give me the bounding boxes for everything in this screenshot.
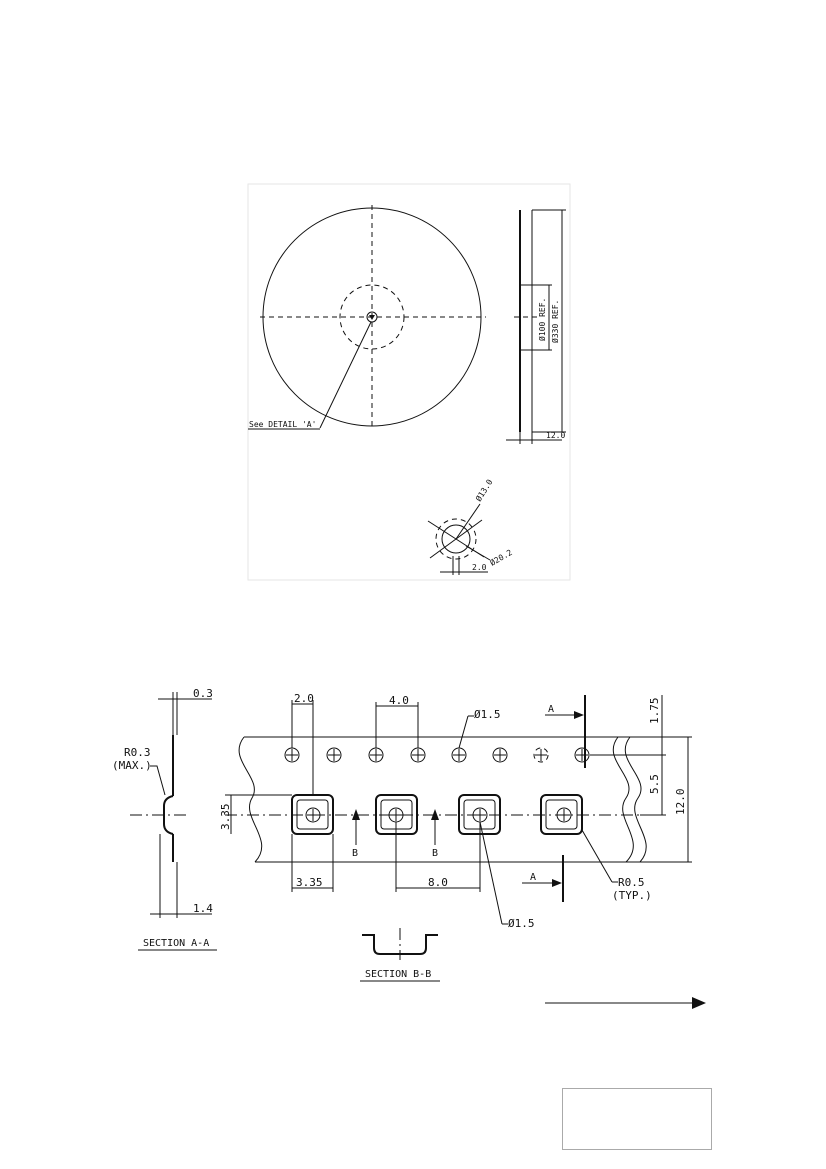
section-b-arrow-left [352,809,360,820]
detail-slot-circle [435,518,477,560]
sprocket-hole [326,747,342,763]
section-aa-title: SECTION A-A [143,938,209,949]
sprocket-hole-leader [458,715,469,749]
pocket-width-label: 3.35 [219,804,232,831]
section-a-arrow-bottom [552,879,562,887]
section-a-marker-bottom: A [530,872,536,883]
section-a-marker-top: A [548,704,554,715]
feed-direction-arrow [545,997,706,1009]
aa-radius-note: (MAX.) [112,759,152,772]
tape-break-right-2 [624,736,647,863]
section-b-marker-right: B [432,848,438,859]
reel-side-view: Ø100 REF. Ø330 REF. 12.0 [506,209,566,444]
detail-slot-leader [465,545,491,561]
aa-thickness-label: 0.3 [193,687,213,700]
sprocket-hole [533,747,549,763]
aa-radius-label: R0.3 [124,746,151,759]
pocket-hole-leader [479,821,503,925]
aa-radius-leader [150,765,166,796]
section-b-marker-left: B [352,848,358,859]
corner-radius-note: (TYP.) [612,889,652,902]
section-aa-view: 0.3 R0.3 (MAX.) 1.4 SECTION A-A [112,687,217,951]
reel-front-view: See DETAIL 'A' [248,205,486,430]
sprocket-hole [410,747,426,763]
section-a-arrow-top [574,711,584,719]
pocket-hole-label: Ø1.5 [508,917,535,930]
reel-frame [247,183,571,581]
tape-break-left [238,736,263,863]
sprocket-hole [492,747,508,763]
sprocket-pitch-label: 4.0 [389,694,409,707]
reel-width-label: 12.0 [546,431,565,440]
section-markers: A A B B [352,695,586,902]
detail-leader [319,321,372,429]
tape-width-label: 12.0 [674,789,687,816]
sprocket-hole [284,747,300,763]
reel-diameter-label: Ø330 REF. [550,300,560,343]
pocket-pitch-label: 8.0 [428,876,448,889]
hub-diameter-label: Ø100 REF. [537,298,547,341]
aa-depth-label: 1.4 [193,902,213,915]
section-bb-title: SECTION B-B [365,969,431,980]
corner-radius-label: R0.5 [618,876,645,889]
reel-bore-key [369,315,375,320]
detail-bore-leader [455,503,481,540]
tape-break-right-1 [612,736,634,863]
tape-dimensions: 2.0 4.0 Ø1.5 1.75 5.5 12.0 3.35 3.35 8.0 [219,692,692,930]
detail-bore-circle [441,524,471,554]
sprocket-offset-label: 2.0 [294,692,314,705]
pocket-length-label: 3.35 [296,876,323,889]
sprocket-hole-label: Ø1.5 [474,708,501,721]
empty-label-box [562,1088,712,1150]
feed-arrow-head [692,997,706,1009]
carrier-tape [225,736,662,863]
sprocket-hole [451,747,467,763]
sprocket-holes [284,747,590,763]
reel-bore [366,311,378,323]
holes-to-pocket-label: 5.5 [648,774,661,794]
section-bb-view: SECTION B-B [360,928,440,982]
sprocket-hole [574,747,590,763]
key-width-label: 2.0 [472,563,487,572]
corner-radius-leader [581,829,613,883]
edge-to-holes-label: 1.75 [648,698,661,725]
detail-callout-label: See DETAIL 'A' [249,420,316,429]
section-b-arrow-right [431,809,439,820]
sprocket-hole [368,747,384,763]
